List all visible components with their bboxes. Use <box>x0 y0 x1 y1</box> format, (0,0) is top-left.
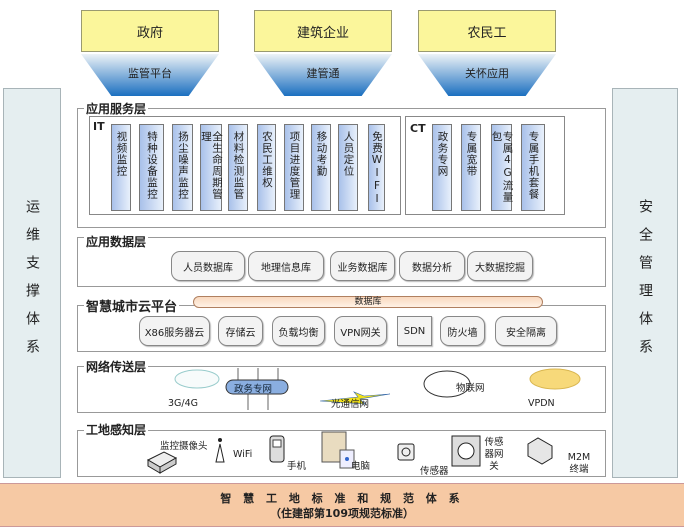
camera-icon <box>146 451 178 474</box>
ct-item: 政务专网 <box>432 124 452 211</box>
cloud-item: 负载均衡 <box>272 316 325 346</box>
it-item-label: 农民工维权 <box>261 131 273 189</box>
sensor-icon <box>397 443 415 461</box>
net-optical: 光通信网 <box>331 399 370 410</box>
it-item-label: 人员定位 <box>342 131 355 177</box>
data-item: 人员数据库 <box>171 251 245 281</box>
app-data-title: 应用数据层 <box>84 233 149 250</box>
network-icons <box>174 368 581 410</box>
ct-item-label: 专属4G流量包 <box>490 131 514 203</box>
it-item-label: 视频监控 <box>115 131 128 177</box>
sense-pc: 电脑 <box>351 461 371 472</box>
sense-sensor: 传感器 <box>420 466 449 477</box>
stakeholder-government: 政府 <box>81 10 219 52</box>
cloud-item: 存储云 <box>218 316 263 346</box>
it-item: 视频监控 <box>111 124 131 211</box>
ct-box <box>405 116 565 215</box>
data-item: 数据分析 <box>399 251 465 281</box>
channel-care: 关怀应用 <box>418 54 556 96</box>
channel-supervision: 监管平台 <box>81 54 219 96</box>
it-item-label: 材料检测监管 <box>232 131 245 200</box>
cloud-item: VPN网关 <box>334 316 387 346</box>
it-item: 农民工维权 <box>257 124 276 211</box>
net-gov: 政务专网 <box>234 384 273 395</box>
cloud-3g-icon <box>174 369 220 389</box>
cloud-item: 安全隔离 <box>495 316 557 346</box>
ct-item-label: 专属宽带 <box>465 131 478 177</box>
it-item-label: 特种设备监控 <box>146 131 158 200</box>
cloud-item: X86服务器云 <box>139 316 210 346</box>
it-item-label: 项目进度管理 <box>288 131 301 200</box>
it-item: 材料检测监管 <box>228 124 248 211</box>
ct-item-label: 专属手机套餐 <box>527 131 540 200</box>
it-item-label: 移动考勤 <box>315 131 328 177</box>
sense-camera: 监控摄像头 <box>160 441 208 452</box>
it-box <box>89 116 401 215</box>
perception-title: 工地感知层 <box>84 421 149 438</box>
net-iot: 物联网 <box>456 383 485 394</box>
ct-label: CT <box>410 122 426 135</box>
ct-item: 专属手机套餐 <box>521 124 545 211</box>
it-item: 项目进度管理 <box>284 124 304 211</box>
data-item: 大数据挖掘 <box>467 251 533 281</box>
database-bar: 数据库 <box>193 296 543 308</box>
it-item: 免费WIFI <box>368 124 385 211</box>
standards-subtitle: （住建部第109项规范标准） <box>270 507 414 520</box>
sense-m2m: M2M终端 <box>567 452 591 475</box>
it-item: 特种设备监控 <box>139 124 164 211</box>
security-label: 安全管理体系 <box>637 199 653 367</box>
sense-wifi: WiFi <box>233 449 253 460</box>
ct-item: 专属宽带 <box>461 124 481 211</box>
data-item: 地理信息库 <box>248 251 324 281</box>
app-service-title: 应用服务层 <box>84 100 149 117</box>
it-item-label: 全生命周期管理 <box>200 131 224 200</box>
it-item: 移动考勤 <box>311 124 331 211</box>
security-management-system: 安全管理体系 <box>612 88 678 478</box>
it-item: 人员定位 <box>338 124 358 211</box>
it-label: IT <box>93 120 105 133</box>
m2m-terminal-icon <box>527 437 553 465</box>
standards-band: 智 慧 工 地 标 准 和 规 范 体 系 （住建部第109项规范标准） <box>0 483 684 527</box>
ops-support-system: 运维支撑体系 <box>3 88 61 478</box>
cloud-item: SDN <box>397 316 432 346</box>
ops-label: 运维支撑体系 <box>24 199 40 367</box>
cloud-title: 智慧城市云平台 <box>84 296 180 315</box>
sense-gateway: 传感器网关 <box>484 437 504 472</box>
perception-icons <box>146 431 553 474</box>
sense-phone: 手机 <box>287 461 307 472</box>
ct-item: 专属4G流量包 <box>490 124 514 211</box>
wifi-antenna-icon <box>215 438 225 463</box>
it-item-label: 扬尘噪声监控 <box>177 131 189 200</box>
data-item: 业务数据库 <box>330 251 395 281</box>
net-3g4g: 3G/4G <box>168 398 199 409</box>
it-item: 扬尘噪声监控 <box>172 124 193 211</box>
stakeholder-workers: 农民工 <box>418 10 556 52</box>
ct-item-label: 政务专网 <box>436 131 449 177</box>
computer-icon <box>321 431 355 469</box>
it-item: 全生命周期管理 <box>200 124 224 211</box>
stakeholder-enterprise: 建筑企业 <box>254 10 392 52</box>
standards-title: 智 慧 工 地 标 准 和 规 范 体 系 <box>220 492 464 505</box>
vpdn-cloud-icon <box>529 368 581 390</box>
channel-construction: 建管通 <box>254 54 392 96</box>
cloud-item: 防火墙 <box>440 316 485 346</box>
it-item-label: 免费WIFI <box>371 131 383 206</box>
phone-icon <box>269 435 285 463</box>
net-vpdn: VPDN <box>528 398 555 409</box>
network-title: 网络传送层 <box>84 358 149 375</box>
iot-cloud-icon <box>423 370 471 398</box>
optical-lightning-icon <box>319 391 391 405</box>
gov-network-pipe-icon <box>225 368 289 410</box>
sensor-gateway-icon <box>451 435 481 467</box>
network-layer <box>77 366 606 413</box>
